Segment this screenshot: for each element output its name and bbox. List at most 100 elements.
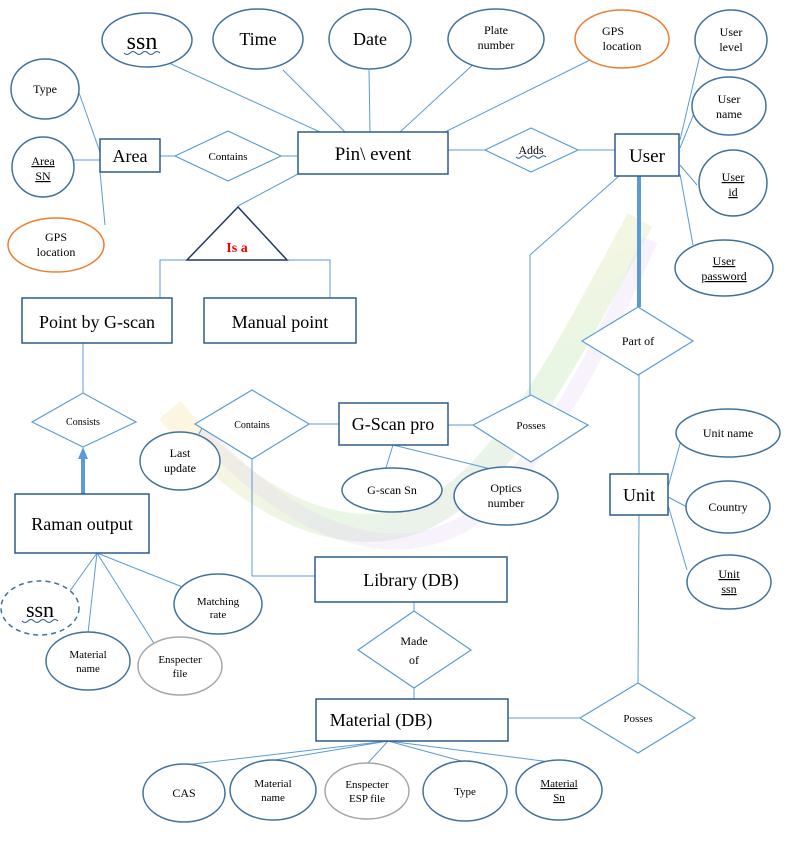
entity-label: Raman output (31, 514, 133, 534)
attr-time[interactable]: Time (212, 8, 304, 70)
attr-cas[interactable]: CAS (142, 763, 226, 823)
rel-text: Contains (234, 420, 270, 431)
attr-type-area[interactable]: Type (10, 58, 80, 120)
attr-text: CAS (172, 786, 195, 800)
attr-ssn-top[interactable]: ssn (101, 12, 193, 68)
rel-part-of[interactable]: Part of (580, 306, 695, 376)
attr-user-password[interactable]: User password (674, 239, 774, 297)
attr-text-line2: SN (35, 169, 51, 183)
rel-posses-gscan[interactable]: Posses (471, 394, 590, 463)
attr-text: Type (33, 82, 57, 96)
rel-text: Contains (208, 151, 247, 163)
attr-text-line2: level (719, 40, 743, 54)
attr-text-line2: file (173, 668, 188, 680)
attr-unit-ssn[interactable]: Unit ssn (686, 554, 772, 610)
attr-text-line1: Last (170, 446, 191, 460)
attr-plate-number[interactable]: Plate number (447, 8, 545, 70)
rel-text-line2: of (409, 653, 419, 667)
attr-text-line2: ESP file (349, 793, 385, 805)
entity-unit[interactable]: Unit (609, 473, 669, 516)
attr-matching-rate[interactable]: Matching rate (173, 573, 263, 635)
attr-text-line2: name (76, 663, 100, 675)
attr-date[interactable]: Date (328, 8, 412, 70)
attr-type-material[interactable]: Type (422, 760, 508, 822)
attr-text: Time (239, 29, 276, 49)
entity-label: User (629, 146, 666, 167)
entity-manual-point[interactable]: Manual point (203, 297, 357, 344)
entity-library-db[interactable]: Library (DB) (314, 556, 508, 603)
entity-point-by-gscan[interactable]: Point by G-scan (21, 297, 173, 344)
isa-label: Is a (226, 241, 247, 256)
entity-gscan-pro[interactable]: G-Scan pro (338, 402, 449, 446)
attr-text-line2: number (478, 38, 515, 52)
entity-raman-output[interactable]: Raman output (14, 493, 150, 554)
attr-area-sn[interactable]: Area SN (11, 136, 75, 198)
attr-text: ssn (127, 29, 158, 55)
attr-text-line2: ssn (721, 582, 736, 596)
rel-contains-lib[interactable]: Contains (193, 389, 311, 460)
attr-text-line1: GPS (45, 230, 67, 244)
entity-label: G-Scan pro (352, 414, 434, 434)
attr-enspecter-file[interactable]: Enspecter file (137, 636, 223, 696)
entity-label: Area (113, 146, 148, 166)
isa-triangle[interactable]: Is a (185, 205, 289, 261)
entity-label: Library (DB) (363, 570, 458, 591)
rel-text: Part of (622, 334, 654, 348)
attr-text-line2: id (728, 185, 737, 199)
rel-text: Posses (516, 420, 545, 432)
attr-optics-number[interactable]: Optics number (453, 466, 559, 526)
attr-text: Unit name (703, 426, 753, 440)
attr-text: Date (353, 29, 387, 49)
attr-last-update[interactable]: Last update (139, 431, 221, 491)
attr-text-line1: Unit (718, 567, 740, 581)
attr-text-line1: Material (254, 778, 291, 790)
attr-text-line2: Sn (553, 792, 565, 804)
attr-gscan-sn[interactable]: G-scan Sn (341, 467, 443, 513)
rel-posses-unit[interactable]: Posses (578, 682, 697, 754)
attr-material-sn[interactable]: Material Sn (515, 759, 603, 821)
attr-text-line1: Plate (484, 23, 508, 37)
rel-contains-area[interactable]: Contains (173, 130, 283, 182)
attr-text-line1: Enspecter (158, 654, 202, 666)
attr-gps-location-top[interactable]: GPS location (574, 9, 670, 69)
entity-label: Material (DB) (330, 710, 432, 731)
attr-text-line1: Matching (197, 596, 240, 608)
raman-consists-arrow (78, 447, 88, 494)
attr-user-id[interactable]: User id (698, 149, 768, 217)
attr-text: G-scan Sn (367, 483, 417, 497)
attr-user-level[interactable]: User level (694, 9, 768, 71)
attr-text-line1: GPS (602, 24, 624, 38)
attr-unit-name[interactable]: Unit name (675, 408, 781, 458)
attr-ssn-raman[interactable]: ssn (0, 580, 80, 636)
rel-text: Adds (518, 143, 544, 157)
attr-text-line2: name (716, 107, 742, 121)
entity-pin-event[interactable]: Pin\ event (297, 131, 449, 175)
attr-text-line2: location (37, 245, 76, 259)
attr-material-name-db[interactable]: Material name (229, 759, 317, 821)
entity-label: Manual point (232, 312, 329, 332)
attr-text: ssn (26, 597, 54, 622)
attr-text-line1: Area (31, 154, 55, 168)
attr-text-line1: Enspecter (345, 779, 389, 791)
attr-text-line2: password (701, 269, 746, 283)
attr-country[interactable]: Country (685, 480, 771, 534)
entity-area[interactable]: Area (99, 138, 161, 173)
rel-adds[interactable]: Adds (483, 127, 580, 173)
attr-text-line1: User (718, 92, 741, 106)
attr-text: Country (708, 500, 747, 514)
entity-material-db[interactable]: Material (DB) (315, 698, 509, 742)
entity-user[interactable]: User (614, 133, 680, 177)
attr-text: Type (454, 786, 476, 798)
rel-made-of[interactable]: Made of (356, 610, 473, 689)
attr-text-line1: Material (540, 778, 577, 790)
entity-label: Pin\ event (335, 144, 412, 165)
attr-gps-location-left[interactable]: GPS location (7, 217, 105, 273)
attr-text-line1: User (720, 25, 743, 39)
attr-user-name[interactable]: User name (691, 76, 767, 136)
attr-text-line1: User (713, 254, 736, 268)
attr-text-line2: update (164, 461, 196, 475)
rel-consists[interactable]: Consists (30, 392, 138, 448)
attr-material-name-raman[interactable]: Material name (45, 631, 131, 691)
attr-enspecter-esp-file[interactable]: Enspecter ESP file (324, 762, 410, 820)
